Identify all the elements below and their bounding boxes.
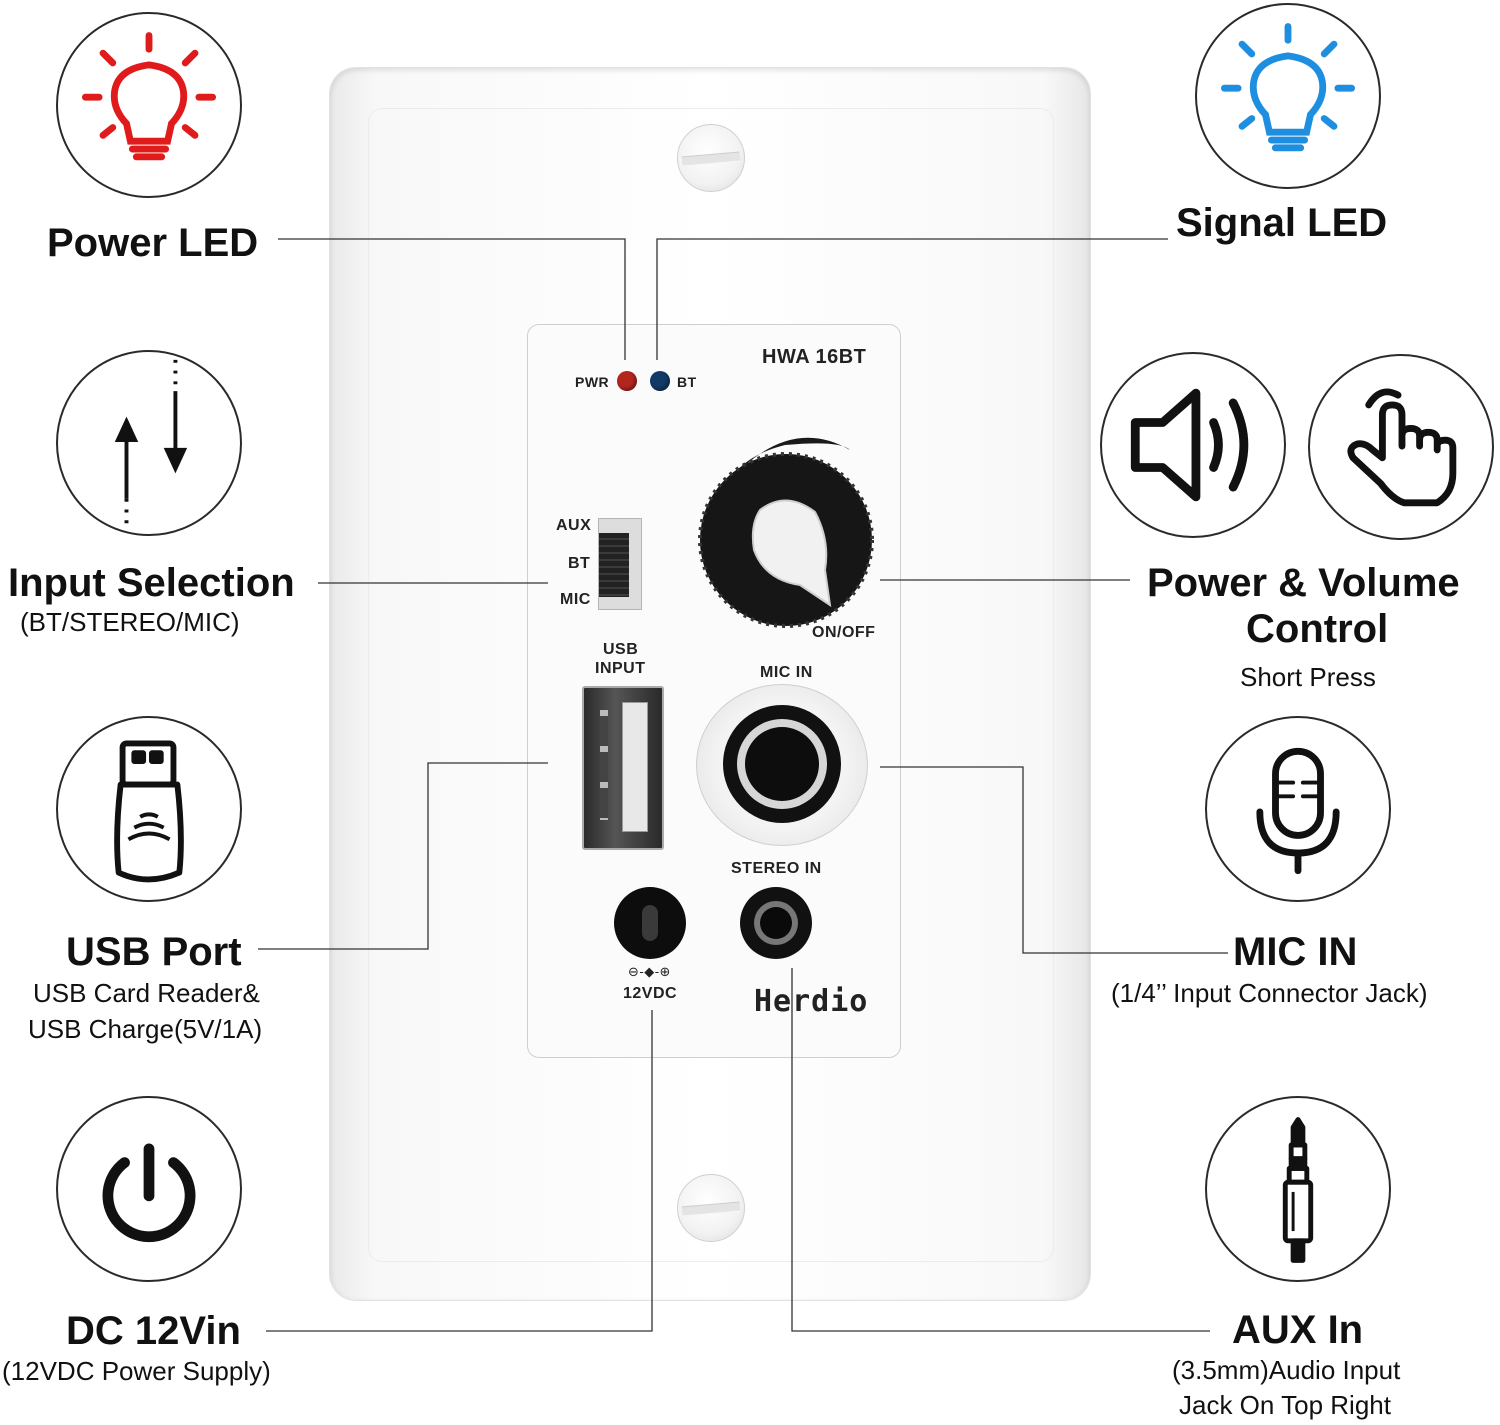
power-icon [102,1143,196,1242]
brand-logo: Herdio [754,984,869,1019]
wall-plate-inner-bevel [368,108,1054,1262]
input-selection-title: Input Selection [8,561,295,605]
switch-bt-label: BT [568,555,591,572]
power-led-circle [56,12,242,198]
power-volume-sub: Short Press [1240,662,1376,692]
power-volume-title-line2: Control [1246,607,1389,651]
power-circle [56,1096,242,1282]
power-led-title: Power LED [47,221,259,265]
microphone-icon [1256,747,1340,875]
input-selection-circle [56,350,242,536]
mic-in-sub: (1/4’’ Input Connector Jack) [1111,978,1428,1008]
usb-port[interactable] [582,686,664,850]
bt-led-indicator [650,371,670,391]
usb-circle [56,716,242,902]
bottom-screw [677,1174,745,1242]
audio-jack-icon [1282,1117,1314,1263]
press-circle [1308,354,1494,540]
stereo-in-label: STEREO IN [731,860,822,877]
power-volume-title-line1: Power & Volume [1147,561,1460,605]
dc-12vin-title: DC 12Vin [66,1309,241,1353]
speaker-icon [1130,388,1249,502]
usb-label-line2: INPUT [595,660,646,677]
on-off-label: ON/OFF [812,624,876,641]
power-led-indicator [617,371,637,391]
switch-mic-label: MIC [560,591,591,608]
usb-port-title: USB Port [66,930,242,974]
up-down-arrows-icon [114,359,188,529]
switch-aux-label: AUX [556,517,592,534]
aux-in-sub-line1: (3.5mm)Audio Input [1172,1355,1401,1385]
top-screw [677,124,745,192]
stereo-in-jack[interactable] [740,887,812,959]
lightbulb-icon [1220,23,1356,152]
input-selector-switch[interactable] [598,518,642,610]
lightbulb-icon [81,32,217,161]
usb-port-sub-line2: USB Charge(5V/1A) [28,1014,263,1044]
dc-12vin-sub: (12VDC Power Supply) [2,1356,271,1386]
model-label: HWA 16BT [762,346,867,368]
aux-in-title: AUX In [1232,1308,1364,1352]
signal-led-circle [1195,3,1381,189]
pwr-label: PWR [575,374,610,390]
mic-in-title: MIC IN [1233,930,1358,974]
dc-power-jack[interactable] [614,887,686,959]
mic-in-plate-label: MIC IN [760,664,813,681]
input-selection-sub: (BT/STEREO/MIC) [20,607,240,637]
usb-label-line1: USB [603,641,639,658]
mic-in-jack[interactable] [696,684,868,846]
signal-led-title: Signal LED [1176,201,1388,245]
volume-circle [1100,352,1286,538]
aux-in-sub-line2: Jack On Top Right [1179,1390,1391,1420]
dc-polarity-symbol: ⊖-◆-⊕ [628,964,671,979]
volume-knob[interactable] [690,420,890,630]
finger-press-icon [1347,388,1457,507]
dc-12vdc-label: 12VDC [623,985,678,1002]
aux-circle [1205,1096,1391,1282]
usb-drive-icon [114,740,184,883]
bt-led-label: BT [677,374,697,390]
usb-port-sub-line1: USB Card Reader& [33,978,260,1008]
mic-circle [1205,716,1391,902]
